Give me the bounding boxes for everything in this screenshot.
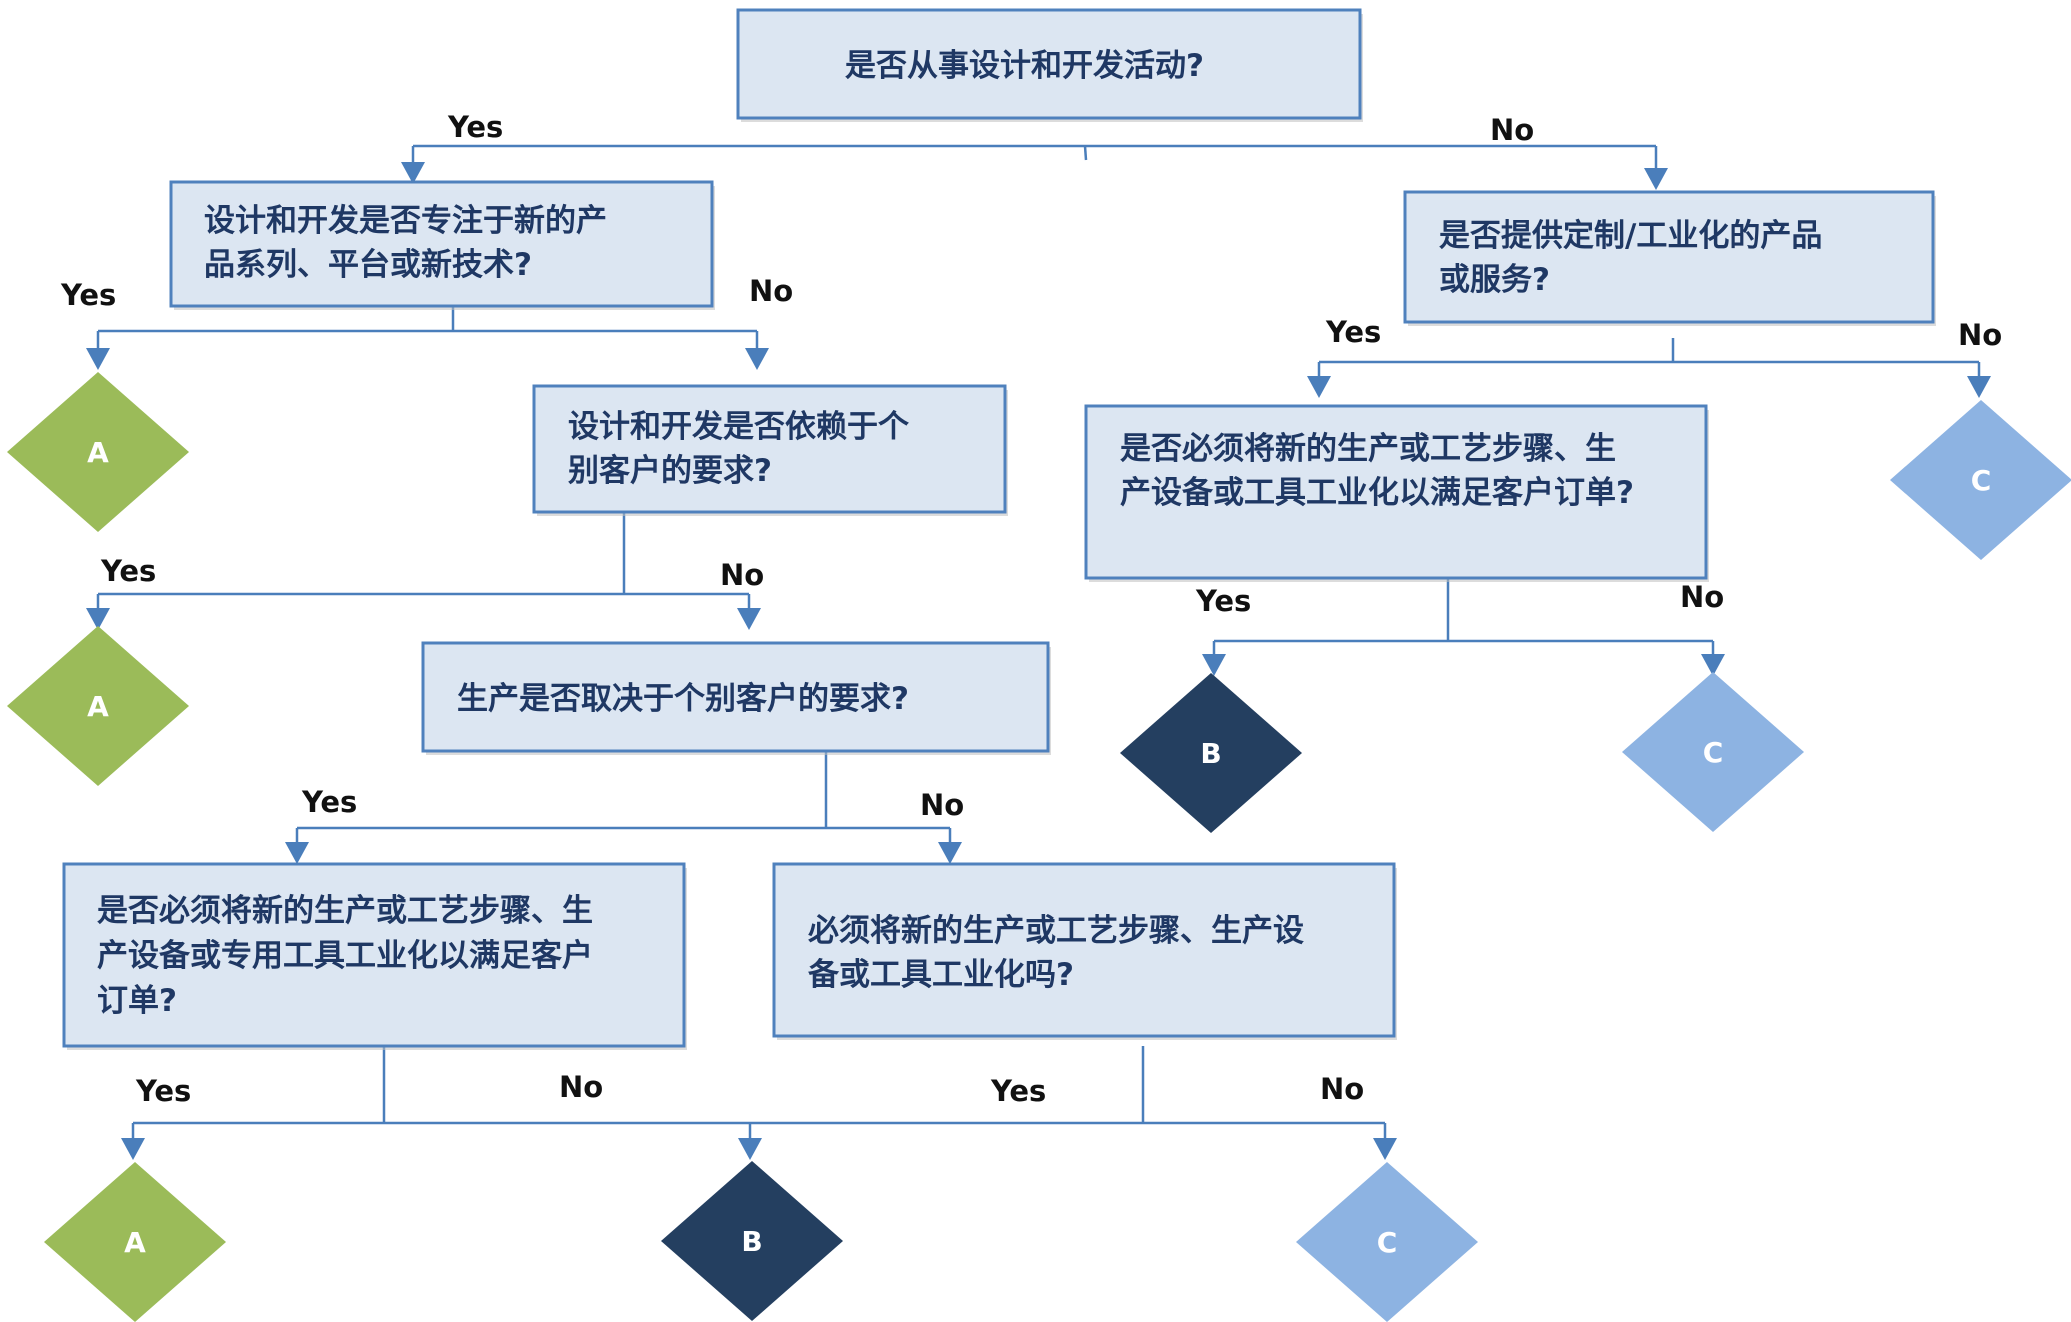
question-text-line: 是否从事设计和开发活动? [845, 48, 1204, 84]
arrowhead [1373, 1138, 1397, 1160]
arrowhead [738, 1138, 762, 1160]
no-branch-label: No [749, 274, 793, 308]
arrowhead [745, 348, 769, 370]
no-branch-label: No [720, 558, 764, 592]
yes-branch-label: Yes [1195, 584, 1251, 618]
connectors [86, 144, 1991, 1160]
outcome-b-diamond: B [1120, 673, 1302, 833]
arrowhead [86, 348, 110, 370]
diamond-shape [7, 372, 189, 532]
arrowhead [285, 842, 309, 864]
question-text-line: 是否提供定制/工业化的产品 [1439, 218, 1822, 254]
outcome-label: A [87, 690, 109, 723]
arrowhead [121, 1138, 145, 1160]
outcome-label: C [1971, 464, 1992, 497]
outcome-label: B [741, 1225, 762, 1258]
diamond-shape [1622, 672, 1804, 832]
outcome-a-diamond: A [7, 372, 189, 532]
question-text-line: 设计和开发是否专注于新的产 [204, 203, 607, 239]
yes-branch-label: Yes [135, 1074, 191, 1108]
question-text-line: 产设备或专用工具工业化以满足客户 [97, 938, 593, 974]
diamond-shape [7, 626, 189, 786]
no-branch-label: No [1490, 113, 1534, 147]
question-text-line: 设计和开发是否依赖于个 [568, 409, 909, 445]
yes-branch-label: Yes [990, 1074, 1046, 1108]
arrowhead [1307, 376, 1331, 398]
yes-branch-label: Yes [100, 554, 156, 588]
question-text-line: 必须将新的生产或工艺步骤、生产设 [808, 913, 1304, 949]
question-text-line: 产设备或工具工业化以满足客户订单? [1120, 475, 1634, 511]
arrowhead [737, 608, 761, 630]
diamond-shape [1296, 1162, 1478, 1322]
box-frame [736, 8, 1362, 120]
outcome-label: A [87, 436, 109, 469]
question-text-line: 备或工具工业化吗? [807, 957, 1074, 993]
arrowhead [1644, 168, 1668, 190]
outcome-a-diamond: A [7, 626, 189, 786]
no-branch-label: No [1320, 1072, 1364, 1106]
arrowhead [401, 162, 425, 184]
arrowhead [1967, 376, 1991, 398]
no-branch-label: No [1680, 580, 1724, 614]
box-frame [772, 862, 1396, 1038]
yes-branch-label: Yes [60, 278, 116, 312]
outcome-b-diamond: B [661, 1161, 843, 1321]
arrowhead [86, 608, 110, 630]
yes-branch-label: Yes [1325, 315, 1381, 349]
outcome-c-diamond: C [1296, 1162, 1478, 1322]
outcome-label: C [1703, 736, 1724, 769]
outcome-a-diamond: A [44, 1162, 226, 1322]
no-branch-label: No [1958, 318, 2002, 352]
outcome-c-diamond: C [1622, 672, 1804, 832]
question-text-line: 别客户的要求? [568, 453, 772, 489]
arrowhead [938, 842, 962, 864]
diamond-shape [1120, 673, 1302, 833]
question-text-line: 是否必须将新的生产或工艺步骤、生 [1120, 431, 1616, 467]
arrowhead [1701, 654, 1725, 676]
nodes: 是否从事设计和开发活动?设计和开发是否专注于新的产品系列、平台或新技术?设计和开… [7, 8, 2071, 1322]
yes-branch-label: Yes [447, 110, 503, 144]
yes-branch-label: Yes [301, 785, 357, 819]
question-text-line: 品系列、平台或新技术? [204, 247, 532, 283]
box-frame [421, 641, 1050, 753]
outcome-label: C [1377, 1226, 1398, 1259]
question-text-line: 生产是否取决于个别客户的要求? [457, 681, 909, 717]
box-frame [62, 862, 686, 1048]
diamond-shape [44, 1162, 226, 1322]
question-text-line: 是否必须将新的生产或工艺步骤、生 [97, 893, 593, 929]
diamond-shape [661, 1161, 843, 1321]
diamond-shape [1890, 400, 2071, 560]
question-box-q4: 生产是否取决于个别客户的要求? [421, 641, 1051, 755]
outcome-c-diamond: C [1890, 400, 2071, 560]
box-frame [1084, 404, 1708, 580]
connector-line [1083, 145, 1088, 161]
box-frame [532, 384, 1007, 514]
outcome-label: A [124, 1226, 146, 1259]
no-branch-label: No [559, 1070, 603, 1104]
question-text-line: 订单? [97, 983, 177, 1019]
no-branch-label: No [920, 788, 964, 822]
question-text-line: 或服务? [1439, 262, 1550, 298]
question-box-q1: 是否从事设计和开发活动? [736, 8, 1363, 122]
arrowhead [1202, 654, 1226, 676]
outcome-label: B [1200, 737, 1221, 770]
box-frame [169, 180, 714, 308]
box-frame [1403, 190, 1935, 324]
